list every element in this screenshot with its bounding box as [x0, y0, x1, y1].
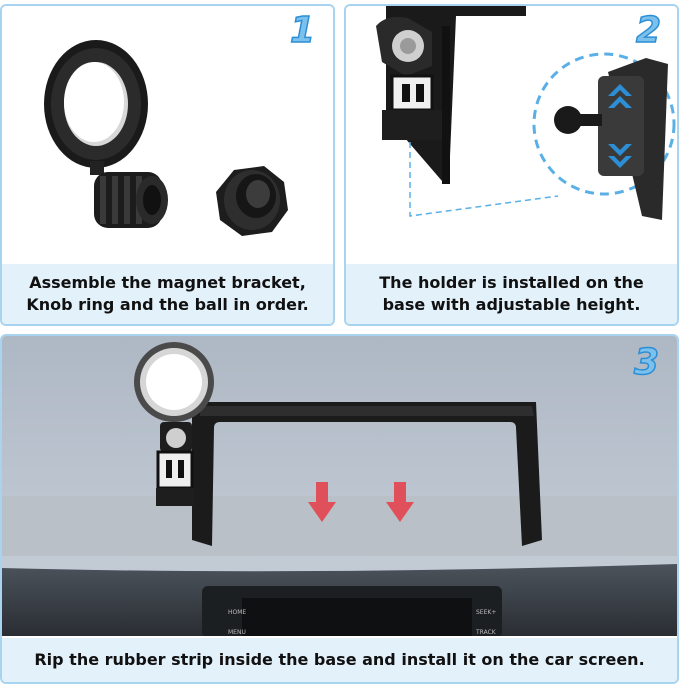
step-3-caption: Rip the rubber strip inside the base and…	[2, 638, 677, 682]
step-3-caption-text: Rip the rubber strip inside the base and…	[34, 650, 645, 669]
screen-label-track: TRACK	[475, 629, 497, 636]
step-1-caption-text: Assemble the magnet bracket, Knob ring a…	[26, 273, 309, 314]
step-number-1: 1	[289, 9, 316, 52]
step-1-panel: 1 Assemble the magnet bracket, Knob ring…	[0, 4, 335, 326]
down-arrow-icon	[308, 482, 336, 522]
screen-label-seek: SEEK+	[476, 609, 496, 616]
car-screen-installation-illustration: HOME MENU SEEK+ TRACK	[2, 336, 677, 636]
step-number-2: 2	[635, 9, 662, 52]
holder-installation-illustration	[376, 6, 676, 220]
screen-label-home: HOME	[228, 609, 246, 616]
screen-label-menu: MENU	[228, 629, 246, 636]
step-2-caption: The holder is installed on the base with…	[346, 264, 677, 324]
magnet-bracket-ring-illustration	[44, 40, 288, 236]
step-1-caption: Assemble the magnet bracket, Knob ring a…	[2, 264, 333, 324]
step-2-caption-text: The holder is installed on the base with…	[379, 273, 644, 314]
step-number-3: 3	[633, 341, 660, 384]
step-3-panel: HOME MENU SEEK+ TRACK 3 Rip the rubber s…	[0, 334, 679, 684]
step-2-panel: 2 The holder is installed on the base wi…	[344, 4, 679, 326]
down-arrow-icon	[386, 482, 414, 522]
